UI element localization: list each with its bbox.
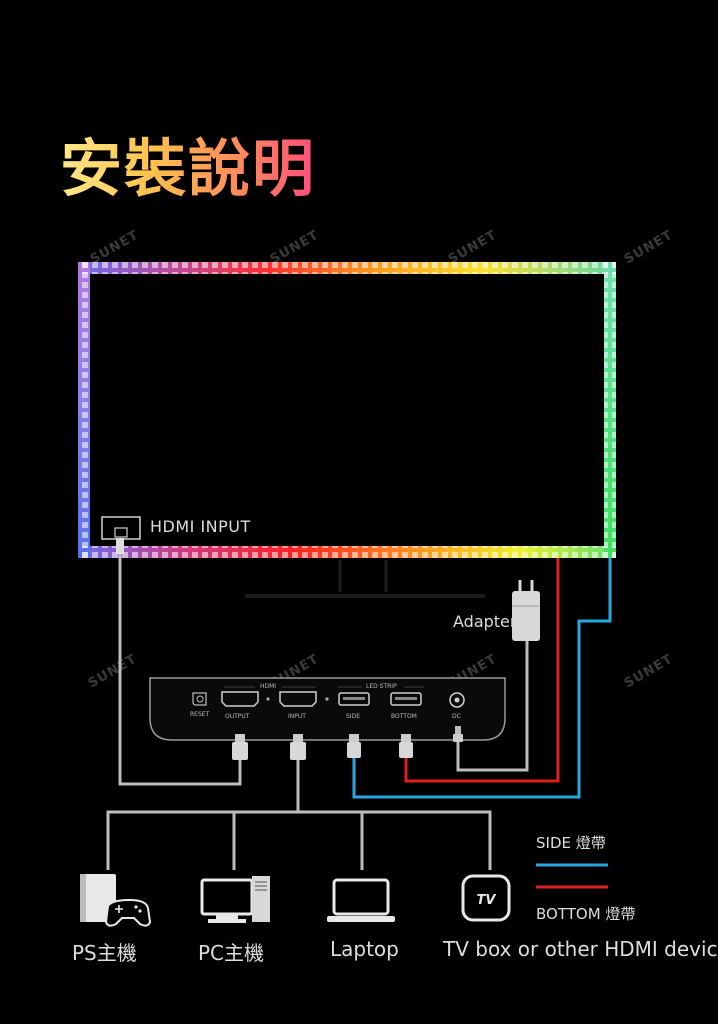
power-adapter <box>512 580 540 641</box>
sync-box: HDMI LED STRIP RESET OUTPUT INPUT SIDE B… <box>149 677 506 741</box>
legend-side-label: SIDE 燈帶 <box>536 834 606 852</box>
box-plugs <box>232 726 463 760</box>
port-label-side: SIDE <box>346 713 360 720</box>
device-label-pc: PC主機 <box>198 941 265 965</box>
device-label-tvbox: TV box or other HDMI device <box>443 937 718 961</box>
hdmi-cable-tv <box>118 554 242 786</box>
tv-box-icon: TV <box>461 874 511 922</box>
tv-hdmi-port <box>101 516 141 554</box>
led-strip-group-label: LED STRIP <box>366 683 397 690</box>
page-title: 安裝說明 <box>60 118 316 208</box>
dc-cable <box>456 641 529 772</box>
desktop-pc-icon <box>200 876 270 923</box>
tv-hdmi-input-label: HDMI INPUT <box>150 517 251 536</box>
port-label-bottom: BOTTOM <box>391 713 417 720</box>
hdmi-group-label: HDMI <box>260 683 276 690</box>
legend-bottom-label: BOTTOM 燈帶 <box>536 905 636 923</box>
tv-stand <box>245 560 485 598</box>
svg-text:TV: TV <box>477 893 497 908</box>
port-label-input: INPUT <box>288 713 306 720</box>
bottom-strip-cable <box>404 558 560 783</box>
tv-led-frame <box>78 262 616 558</box>
adapter-label: Adapter <box>453 612 517 631</box>
port-label-dc: DC <box>452 713 461 720</box>
device-label-ps: PS主機 <box>72 941 137 965</box>
laptop-icon <box>327 878 395 922</box>
port-label-reset: RESET <box>190 711 210 718</box>
side-strip-cable <box>352 558 612 799</box>
port-label-output: OUTPUT <box>225 713 250 720</box>
device-label-laptop: Laptop <box>330 937 399 961</box>
game-console-icon <box>80 874 152 927</box>
